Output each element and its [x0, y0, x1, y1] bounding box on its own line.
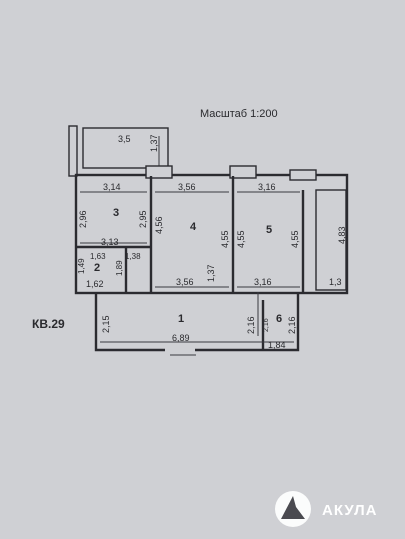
window: [145, 165, 173, 179]
dim-room6-width: 1,84: [268, 340, 286, 350]
dim-room4-width-bottom: 3,56: [176, 277, 194, 287]
dim-room4-height: 4,56: [154, 216, 164, 234]
dim-ext-right: 1,3: [329, 277, 342, 287]
brand-logo: [275, 491, 311, 527]
dim-room5-height-right: 4,55: [290, 230, 300, 248]
shark-fin-icon: [281, 496, 305, 519]
room-1-label: 1: [178, 313, 184, 325]
dim-room2-a: 1,63: [90, 252, 106, 261]
dim-room6-h3: 2,16: [287, 316, 297, 334]
room-3-label: 3: [113, 207, 119, 219]
dim-room5-width-top: 3,16: [258, 182, 276, 192]
brand-name: АКУЛА: [322, 502, 377, 519]
dim-balcony-width: 3,5: [118, 134, 131, 144]
room-5-label: 5: [266, 224, 272, 236]
dim-hall-width: 6,89: [172, 333, 190, 343]
dim-room2-height: 1,49: [77, 258, 86, 274]
dim-room3-width: 3,14: [103, 182, 121, 192]
balcony: [82, 127, 169, 169]
dim-room2-height-b: 1,89: [115, 260, 124, 276]
dim-room5-ext-height: 4,83: [337, 226, 347, 244]
dim-balcony-depth: 1,37: [149, 134, 159, 152]
room-6-label: 6: [276, 313, 282, 325]
dim-room2-width-top: 3,13: [101, 237, 119, 247]
dim-room2-width-bottom: 1,62: [86, 279, 104, 289]
hall-outline: [94, 292, 300, 352]
dim-room4-door: 1,37: [206, 264, 216, 282]
dim-room6-h2: 2,16: [263, 318, 270, 332]
apartment-outline: [74, 173, 349, 295]
window: [229, 165, 257, 179]
dim-room4-width-top: 3,56: [178, 182, 196, 192]
wall-segment: [68, 125, 78, 177]
dim-room5-width-bottom: 3,16: [254, 277, 272, 287]
dim-room3-height-inner: 2,95: [138, 210, 148, 228]
dim-room4-height-right: 4,55: [220, 230, 230, 248]
scale-label: Масштаб 1:200: [200, 108, 278, 120]
dim-hall-height-left: 2,15: [101, 315, 111, 333]
room-2-label: 2: [94, 262, 100, 274]
dim-room3-height: 2,96: [78, 210, 88, 228]
apartment-label: КВ.29: [32, 317, 65, 331]
dim-room6-h1: 2,16: [246, 316, 256, 334]
dim-room2-b: 1,38: [125, 252, 141, 261]
window: [289, 169, 317, 181]
dim-room5-height-left: 4,55: [236, 230, 246, 248]
room-4-label: 4: [190, 221, 197, 233]
loggia: [315, 189, 347, 291]
